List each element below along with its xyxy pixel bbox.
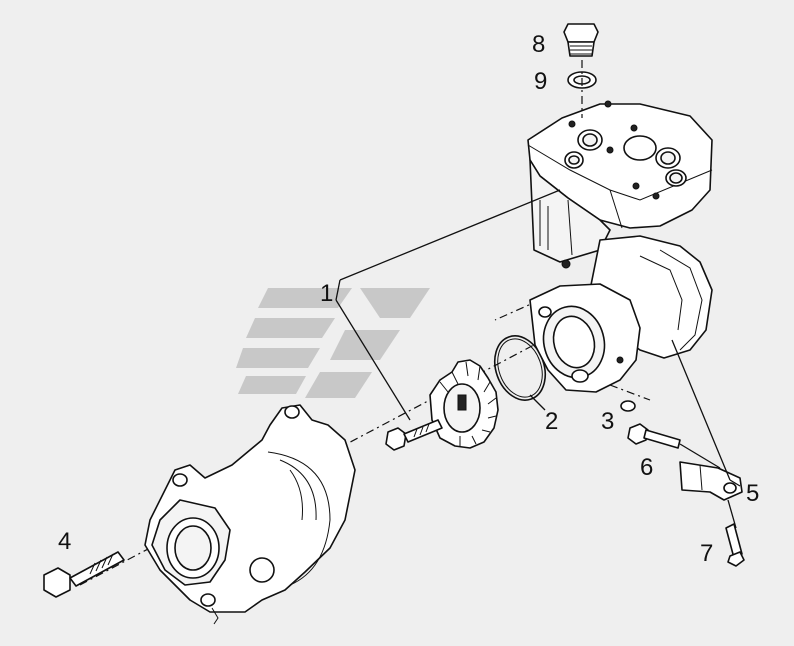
callout-6: 6 — [640, 454, 654, 481]
callout-2: 2 — [545, 408, 559, 435]
bracket-5 — [679, 461, 743, 501]
callout-5: 5 — [746, 480, 760, 507]
washer-3 — [620, 400, 636, 412]
bolt-4 — [43, 551, 125, 598]
drive-gear — [429, 359, 499, 449]
callout-8: 8 — [532, 31, 546, 58]
gear-bolt — [385, 419, 443, 451]
fitting-8 — [563, 23, 599, 57]
engine-housing — [144, 404, 356, 625]
watermark-logo — [236, 288, 430, 398]
washer-9 — [567, 60, 597, 118]
leader-lines — [335, 189, 741, 529]
callout-7: 7 — [700, 540, 714, 567]
screw-7 — [725, 523, 745, 567]
callout-4: 4 — [58, 528, 72, 555]
callout-9: 9 — [534, 68, 548, 95]
callout-1: 1 — [320, 280, 334, 307]
air-compressor — [527, 100, 713, 393]
callout-3: 3 — [601, 408, 615, 435]
bolt-6 — [627, 423, 681, 449]
